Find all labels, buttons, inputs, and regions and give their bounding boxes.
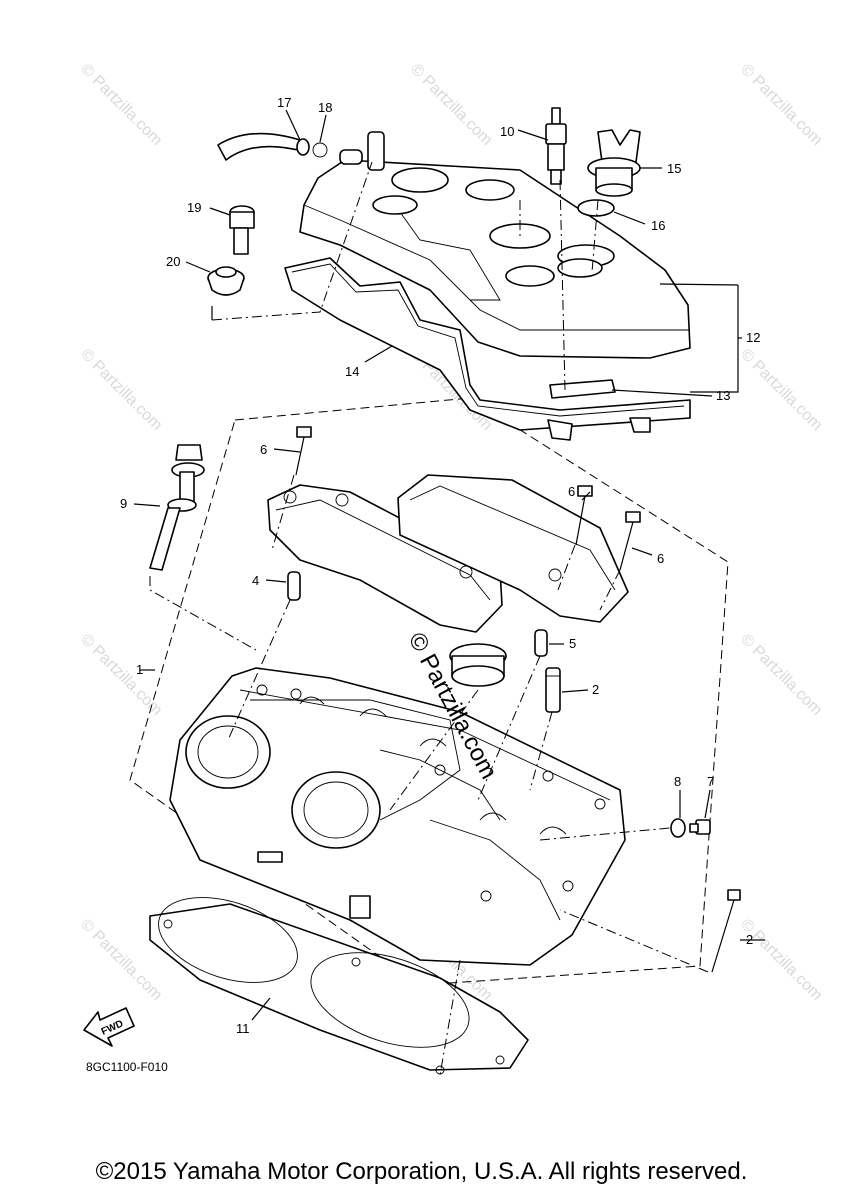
gasket-washer [670, 818, 686, 838]
callout-20: 19 [187, 200, 201, 215]
dowel-pin [287, 571, 301, 601]
callout-5: 5 [569, 636, 576, 651]
spark-plug [545, 107, 567, 185]
watermark-tile: © Partzilla.com [737, 631, 825, 719]
o-ring [577, 199, 615, 217]
exploded-parts-diagram: © Partzilla.com © Partzilla.com © Partzi… [77, 61, 825, 1076]
cylinder-head-cover [284, 131, 691, 441]
callout-2: 2 [592, 682, 599, 697]
cover-grommet [207, 266, 245, 296]
callout-6b: 6 [568, 484, 575, 499]
watermark-tile: © Partzilla.com [77, 61, 165, 149]
watermark-tile: © Partzilla.com [77, 631, 165, 719]
watermark-tile: © Partzilla.com [77, 346, 165, 434]
oil-gallery-bolt [689, 819, 711, 835]
head-gasket [149, 897, 529, 1075]
cap-bolt [575, 485, 593, 546]
callout-6c: 6 [657, 551, 664, 566]
watermark-tile: © Partzilla.com [737, 916, 825, 1004]
assembly-outline [129, 397, 729, 986]
camshaft-cap-intake [267, 484, 503, 633]
head-bolt-stud [711, 889, 741, 973]
callout-19: 18 [318, 100, 332, 115]
center-lines [149, 161, 709, 1076]
dowel-pin [534, 629, 548, 657]
callout-18: 17 [277, 95, 291, 110]
copyright-notice: ©2015 Yamaha Motor Corporation, U.S.A. A… [95, 1158, 748, 1185]
callout-labels: 17 18 10 15 16 19 20 12 14 13 6 6 6 9 4 … [120, 95, 760, 1036]
cap-bolt [619, 511, 641, 571]
callout-14: 13 [716, 388, 730, 403]
cover-bolt [229, 205, 255, 255]
callout-17: 16 [651, 218, 665, 233]
valve-guide [545, 667, 561, 713]
callout-1: 1 [136, 662, 143, 677]
callout-9: 9 [120, 496, 127, 511]
head-bolt-long [149, 444, 205, 571]
callout-13: 12 [746, 330, 760, 345]
leader-lines [133, 109, 765, 1021]
callout-16: 15 [667, 161, 681, 176]
diagram-code: 8GC1100-F010 [86, 1060, 168, 1074]
watermark-tile: © Partzilla.com [737, 346, 825, 434]
callout-7: 7 [707, 774, 714, 789]
hose-clip [312, 142, 328, 158]
callout-15: 14 [345, 364, 359, 379]
callout-21: 20 [166, 254, 180, 269]
callout-8: 8 [674, 774, 681, 789]
callout-12: 11 [236, 1021, 250, 1036]
camshaft-cap-exhaust [397, 474, 629, 623]
callout-6a: 6 [260, 442, 267, 457]
callout-11: 10 [500, 124, 514, 139]
fwd-arrow-icon: FWD [83, 1007, 135, 1047]
callout-4: 4 [252, 573, 259, 588]
breather-hose [217, 132, 307, 161]
blind-plug [449, 643, 507, 687]
watermark-tile: © Partzilla.com [737, 61, 825, 149]
cylinder-head [169, 667, 626, 966]
callout-10: 2 [746, 932, 753, 947]
watermark-tile: © Partzilla.com [407, 61, 495, 149]
oil-filler-cap [587, 129, 641, 197]
cap-bolt [295, 426, 312, 476]
